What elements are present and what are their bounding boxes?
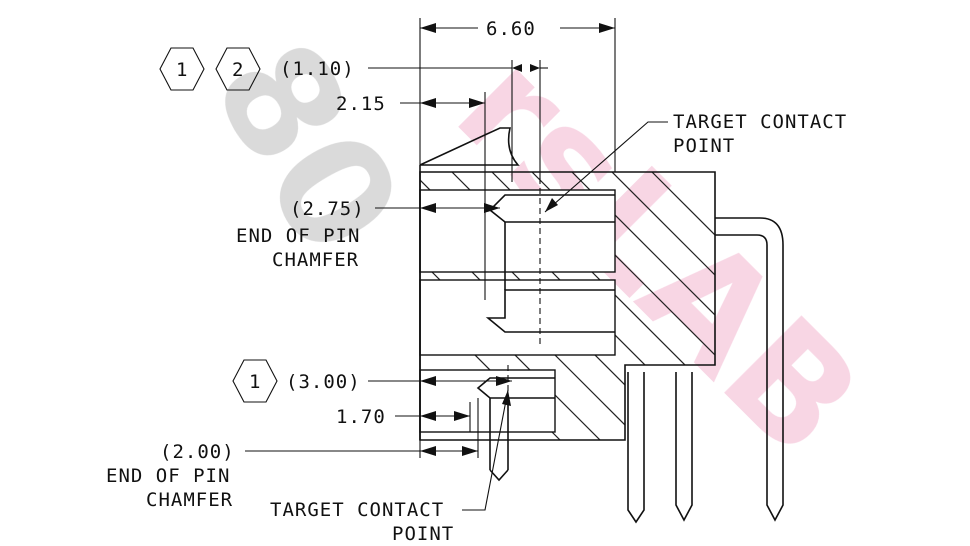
pcb-pins — [627, 372, 693, 524]
point-lower: POINT — [392, 523, 454, 545]
dim-1-10: (1.10) — [280, 58, 355, 80]
dimension-overall-width: 6.60 — [419, 18, 616, 172]
note-target-contact-lower: TARGET CONTACT POINT — [270, 389, 511, 545]
top-latch — [419, 127, 520, 172]
right-angle-pin — [715, 217, 784, 522]
target-contact-lower: TARGET CONTACT — [270, 499, 444, 521]
badge-1-lower: 1 — [249, 371, 261, 393]
dimension-2-15: 2.15 — [336, 92, 486, 300]
chamfer-lower: CHAMFER — [146, 489, 233, 511]
dimension-3-00: 1 (3.00) — [232, 359, 512, 403]
end-of-pin-upper: END OF PIN — [236, 225, 360, 247]
dimension-top-ref: (1.10) — [280, 58, 548, 182]
note-badges-top: 1 2 — [159, 47, 261, 91]
dimension-2-00: (2.00) END OF PIN CHAMFER — [106, 398, 479, 511]
point-upper: POINT — [673, 135, 735, 157]
end-of-pin-lower: END OF PIN — [106, 465, 230, 487]
contact-cavities — [419, 189, 616, 433]
dimension-1-70: 1.70 — [336, 402, 471, 432]
note-target-contact-upper: TARGET CONTACT POINT — [544, 111, 847, 213]
dimension-2-75: (2.75) END OF PIN CHAMFER — [236, 198, 500, 271]
target-contact-upper: TARGET CONTACT — [673, 111, 847, 133]
dim-6-60: 6.60 — [486, 18, 536, 40]
badge-2-top: 2 — [232, 59, 244, 81]
connector-body-section — [419, 171, 716, 441]
badge-1-top: 1 — [176, 59, 188, 81]
dim-2-15: 2.15 — [336, 93, 386, 115]
chamfer-upper: CHAMFER — [272, 249, 359, 271]
dim-2-00: (2.00) — [160, 441, 235, 463]
dim-1-70: 1.70 — [336, 406, 386, 428]
dim-2-75: (2.75) — [290, 198, 365, 220]
dim-3-00: (3.00) — [286, 371, 361, 393]
